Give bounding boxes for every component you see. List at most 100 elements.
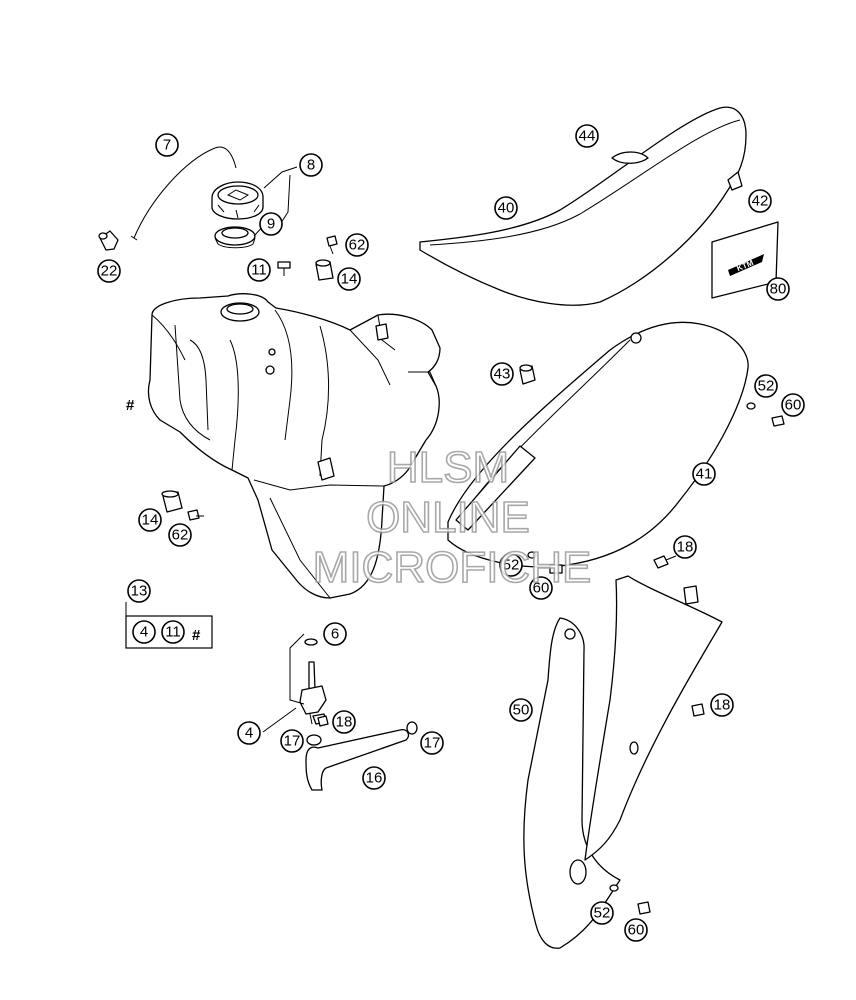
- tank-hash-mark: #: [126, 397, 135, 414]
- callout-11[interactable]: 11: [247, 258, 271, 282]
- watermark: HLSM ONLINE MICROFICHE: [312, 442, 592, 593]
- svg-text:13: 13: [131, 583, 148, 600]
- callout-17-left[interactable]: 17: [280, 729, 304, 753]
- callout-42[interactable]: 42: [748, 189, 772, 213]
- callout-62[interactable]: 62: [345, 233, 369, 257]
- svg-text:62: 62: [172, 527, 189, 544]
- svg-text:17: 17: [424, 735, 441, 752]
- vent-elbow: [98, 230, 119, 251]
- svg-text:41: 41: [696, 466, 713, 483]
- svg-text:44: 44: [579, 128, 596, 145]
- svg-text:62: 62: [349, 237, 366, 254]
- svg-text:16: 16: [366, 770, 383, 787]
- callout-14[interactable]: 14: [337, 267, 361, 291]
- callout-11-kit[interactable]: 11: [161, 620, 185, 644]
- callout-80[interactable]: 80: [766, 277, 790, 301]
- callout-16[interactable]: 16: [362, 766, 386, 790]
- svg-text:6: 6: [331, 626, 339, 643]
- svg-text:22: 22: [101, 263, 118, 280]
- callout-60-mid[interactable]: 60: [529, 576, 553, 600]
- washer-52-upper: [746, 402, 756, 410]
- callout-44[interactable]: 44: [575, 124, 599, 148]
- screw-60-mid: [549, 564, 563, 574]
- svg-text:60: 60: [533, 580, 550, 597]
- callout-22[interactable]: 22: [97, 259, 121, 283]
- screw-11: [277, 261, 291, 276]
- callout-4[interactable]: 4: [237, 721, 261, 745]
- bolt-62-lower: [187, 509, 204, 521]
- bolt-62-top: [326, 235, 338, 255]
- rear-side-cover: [523, 575, 723, 949]
- svg-text:4: 4: [140, 624, 148, 641]
- bolt-18-tap: [317, 715, 329, 727]
- callout-8[interactable]: 8: [299, 153, 323, 177]
- kit-hash-mark: #: [192, 627, 201, 644]
- svg-text:14: 14: [142, 512, 159, 529]
- callout-43[interactable]: 43: [490, 362, 514, 386]
- washer-52-lower: [609, 884, 619, 892]
- callout-4-kit[interactable]: 4: [132, 620, 156, 644]
- bushing-14-lower: [161, 490, 183, 513]
- fuel-tap: [299, 638, 327, 725]
- callout-18-mid[interactable]: 18: [673, 535, 697, 559]
- svg-text:8: 8: [307, 157, 315, 174]
- fuel-tank: [147, 293, 441, 599]
- svg-text:80: 80: [770, 281, 787, 298]
- svg-text:4: 4: [245, 725, 253, 742]
- callout-9[interactable]: 9: [259, 212, 283, 236]
- svg-text:18: 18: [677, 539, 694, 556]
- washer-52-mid: [527, 551, 537, 559]
- svg-text:52: 52: [594, 905, 611, 922]
- svg-text:52: 52: [503, 557, 520, 574]
- hose-clamp-left: [306, 734, 322, 746]
- fuel-cap: [211, 181, 264, 220]
- svg-text:11: 11: [165, 624, 181, 641]
- vent-hose: [130, 146, 237, 241]
- hose-clamp-right: [406, 721, 418, 735]
- callout-13[interactable]: 13: [127, 579, 151, 603]
- watermark-line-2: ONLINE: [366, 493, 530, 542]
- bolt-18-lower: [691, 703, 705, 717]
- screw-60-upper: [771, 415, 785, 427]
- svg-text:60: 60: [628, 922, 645, 939]
- svg-text:14: 14: [341, 271, 358, 288]
- seat: [419, 106, 747, 306]
- callout-60-upper[interactable]: 60: [781, 393, 805, 417]
- callout-62-lower[interactable]: 62: [168, 523, 192, 547]
- svg-text:60: 60: [785, 397, 802, 414]
- svg-text:18: 18: [336, 714, 353, 731]
- callout-7[interactable]: 7: [155, 133, 179, 157]
- side-panel: [447, 321, 749, 568]
- callout-52-lower[interactable]: 52: [590, 901, 614, 925]
- callout-40[interactable]: 40: [494, 196, 518, 220]
- callout-6[interactable]: 6: [323, 622, 347, 646]
- cap-gasket: [214, 226, 256, 249]
- callout-50[interactable]: 50: [509, 698, 533, 722]
- svg-text:40: 40: [498, 200, 515, 217]
- callout-52-upper[interactable]: 52: [754, 374, 778, 398]
- bushing-14-top: [315, 259, 334, 281]
- svg-text:11: 11: [251, 262, 267, 279]
- svg-text:18: 18: [714, 697, 731, 714]
- grommet-43: [519, 364, 536, 385]
- svg-text:7: 7: [163, 137, 171, 154]
- callout-60-lower[interactable]: 60: [624, 918, 648, 942]
- watermark-line-3: MICROFICHE: [313, 543, 592, 592]
- bolt-18-mid: [653, 555, 677, 569]
- svg-text:42: 42: [752, 193, 769, 210]
- svg-text:9: 9: [267, 216, 275, 233]
- svg-text:43: 43: [494, 366, 511, 383]
- leader-lines: [125, 166, 305, 733]
- callout-18-tap[interactable]: 18: [332, 710, 356, 734]
- callout-17-right[interactable]: 17: [420, 731, 444, 755]
- callout-52-mid[interactable]: 52: [499, 553, 523, 577]
- callout-18-lower[interactable]: 18: [710, 693, 734, 717]
- svg-text:17: 17: [284, 733, 301, 750]
- watermark-line-1: HLSM: [387, 443, 509, 492]
- screw-60-lower: [637, 901, 651, 915]
- callout-41[interactable]: 41: [692, 462, 716, 486]
- svg-text:52: 52: [758, 378, 775, 395]
- callout-14-lower[interactable]: 14: [138, 508, 162, 532]
- svg-text:50: 50: [513, 702, 530, 719]
